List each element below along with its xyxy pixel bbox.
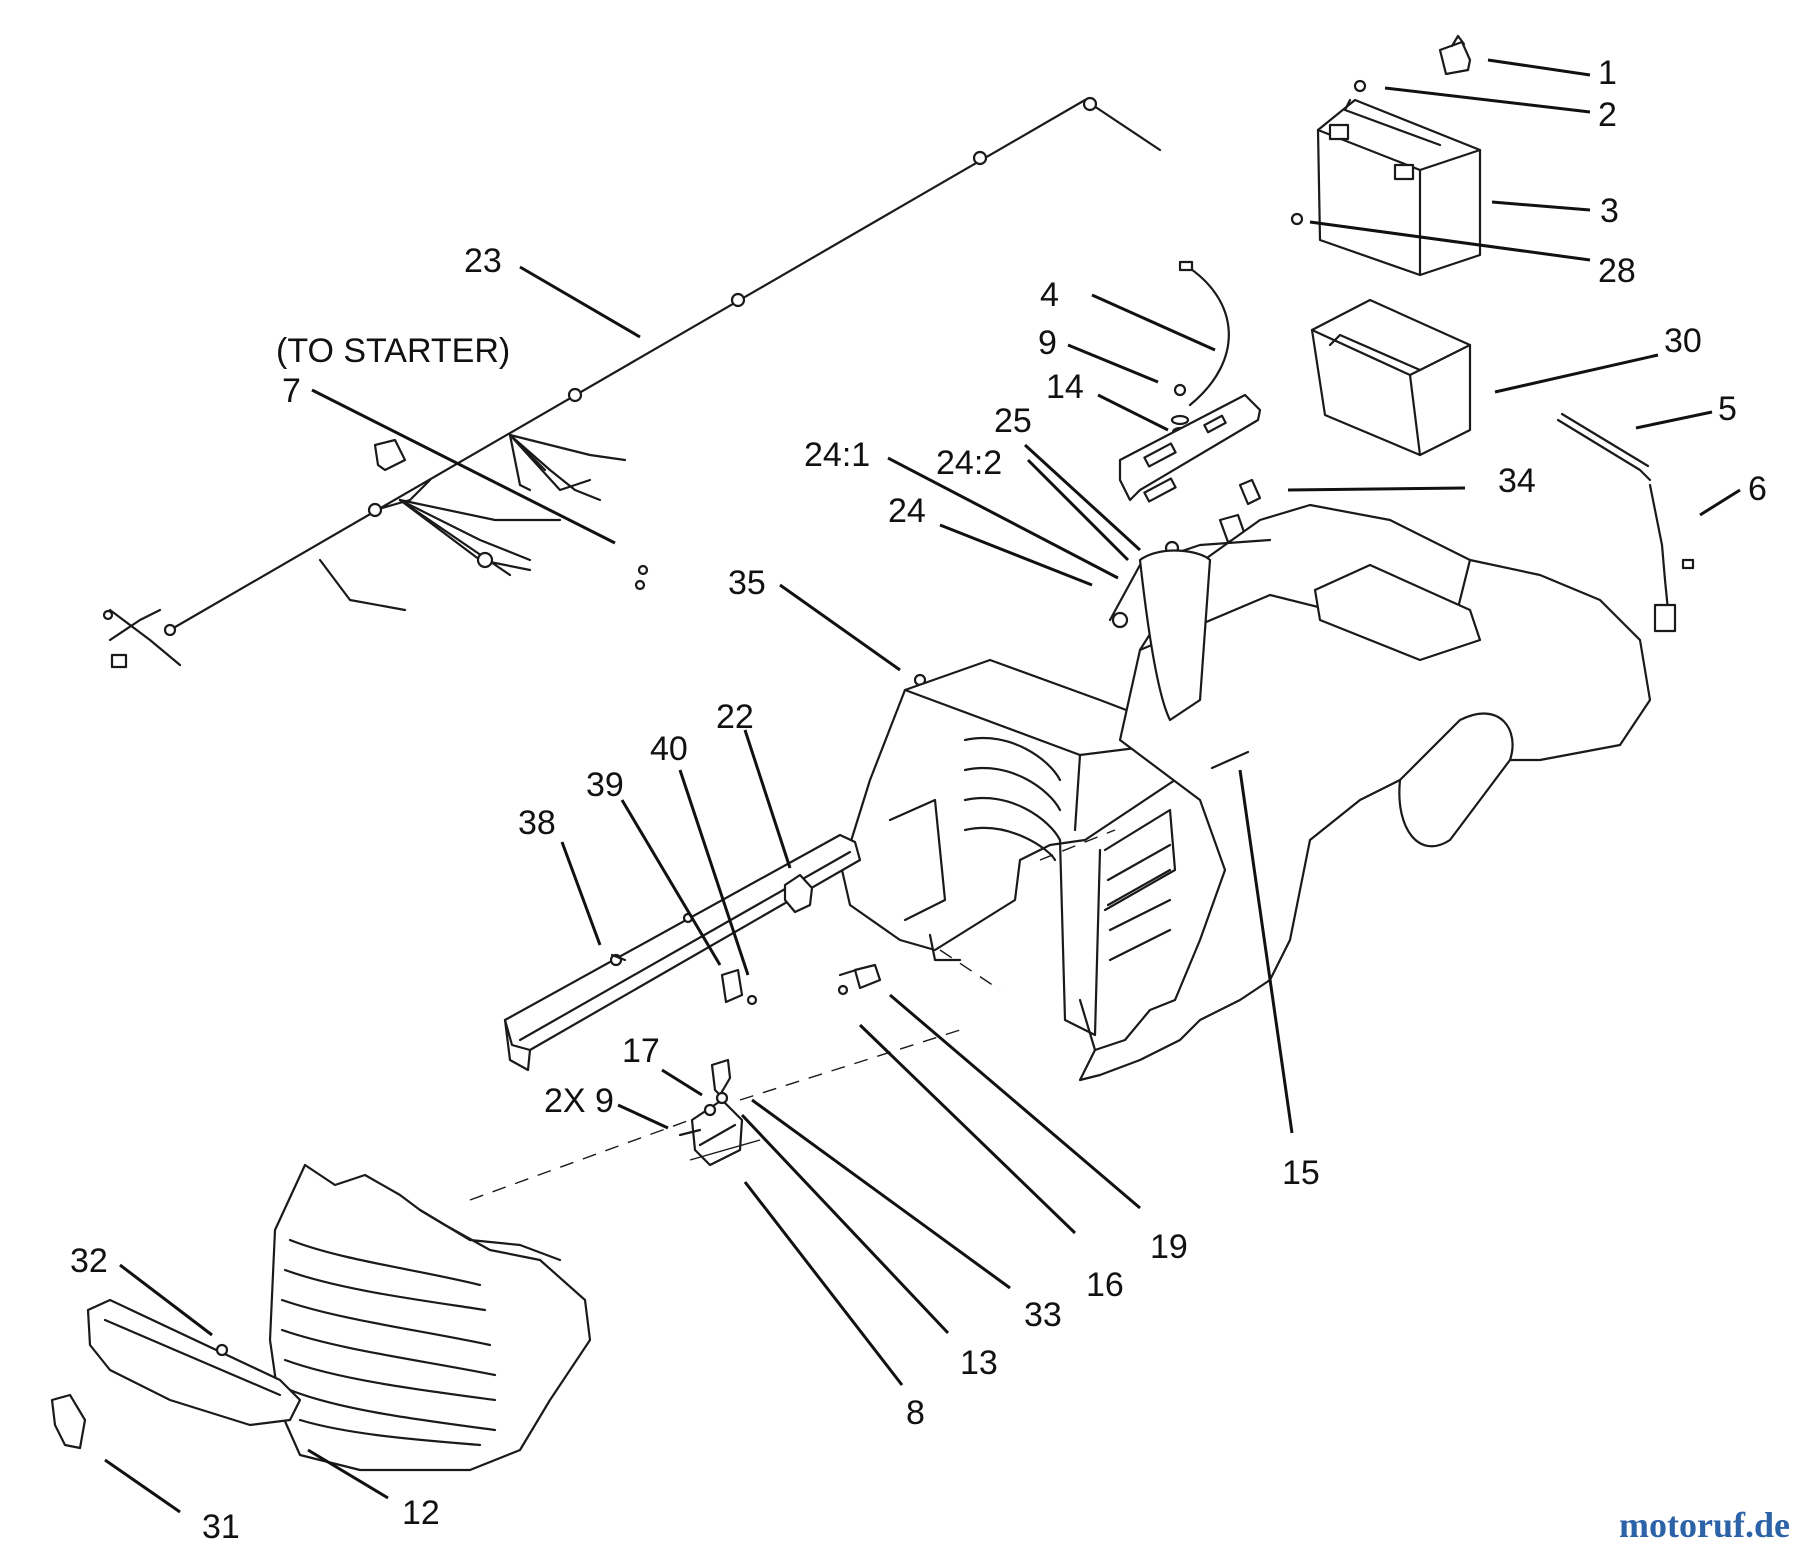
watermark-logo: motoruf.de — [1619, 1504, 1790, 1546]
part-2-screw — [1353, 79, 1367, 93]
callout-32: 32 — [70, 1242, 108, 1280]
callout-1: 1 — [1598, 54, 1617, 92]
callout-33: 33 — [1024, 1296, 1062, 1334]
callout-22: 22 — [716, 698, 754, 736]
callout-35: 35 — [728, 564, 766, 602]
callout-34: 34 — [1498, 462, 1536, 500]
part-bracket-plate — [1118, 393, 1262, 503]
part-30-battery-tray — [1310, 298, 1472, 457]
callout-5: 5 — [1718, 390, 1737, 428]
fender-pan — [1078, 503, 1652, 1082]
callout-31: 31 — [202, 1508, 240, 1546]
part-6-wire-lead — [1648, 483, 1695, 633]
callout-19: 19 — [1150, 1228, 1188, 1266]
assembly-lines — [469, 829, 1116, 1201]
callout-7: 7 — [282, 372, 301, 410]
callout-24-1: 24:1 — [804, 436, 870, 474]
callout-28: 28 — [1598, 252, 1636, 290]
callout-38: 38 — [518, 804, 556, 842]
part-23-wiring-harness — [102, 96, 1162, 669]
callout-24: 24 — [888, 492, 926, 530]
callout-30: 30 — [1664, 322, 1702, 360]
callout-39: 39 — [586, 766, 624, 804]
callout-16: 16 — [1086, 1266, 1124, 1304]
callout-4: 4 — [1040, 276, 1059, 314]
callout-2x-9: 2X 9 — [544, 1082, 614, 1120]
part-16-19-bracket — [837, 963, 882, 996]
watermark-text: motoruf.de — [1619, 1505, 1790, 1545]
part-8-solenoid — [678, 1098, 761, 1167]
callout-2: 2 — [1598, 96, 1617, 134]
callout-14: 14 — [1046, 368, 1084, 406]
to-starter-note: (TO STARTER) — [276, 332, 510, 370]
part-1-terminal-boot — [1438, 34, 1472, 76]
callout-25: 25 — [994, 402, 1032, 440]
part-22-relay — [783, 873, 814, 914]
part-31-emblem — [50, 1393, 87, 1450]
part-15-pin — [1210, 750, 1250, 770]
part-34-plug — [1238, 478, 1262, 506]
callout-3: 3 — [1600, 192, 1619, 230]
part-5-hold-down-rod — [1556, 412, 1652, 482]
callout-15: 15 — [1282, 1154, 1320, 1192]
callout-9: 9 — [1038, 324, 1057, 362]
part-38-screw — [610, 953, 627, 962]
leader-lines — [104, 58, 1741, 1514]
part-28-screw — [1290, 212, 1304, 226]
frame-channel — [503, 833, 862, 1072]
callout-17: 17 — [622, 1032, 660, 1070]
callout-12: 12 — [402, 1494, 440, 1532]
callout-40: 40 — [650, 730, 688, 768]
part-39-40-switch — [720, 968, 758, 1006]
part-4-battery-cable — [1178, 260, 1230, 407]
callout-8: 8 — [906, 1394, 925, 1432]
callout-6: 6 — [1748, 470, 1767, 508]
part-17-boot — [710, 1058, 732, 1097]
callout-13: 13 — [960, 1344, 998, 1382]
part-3-battery — [1316, 98, 1482, 277]
part-32-bumper — [86, 1298, 302, 1427]
part-13-33-nuts — [703, 1091, 729, 1117]
callout-23: 23 — [464, 242, 502, 280]
callout-labels: 1 2 3 28 4 9 14 30 5 6 23 (TO STARTER) 7… — [70, 54, 1767, 1546]
callout-24-2: 24:2 — [936, 444, 1002, 482]
part-12-hood — [268, 1163, 592, 1472]
